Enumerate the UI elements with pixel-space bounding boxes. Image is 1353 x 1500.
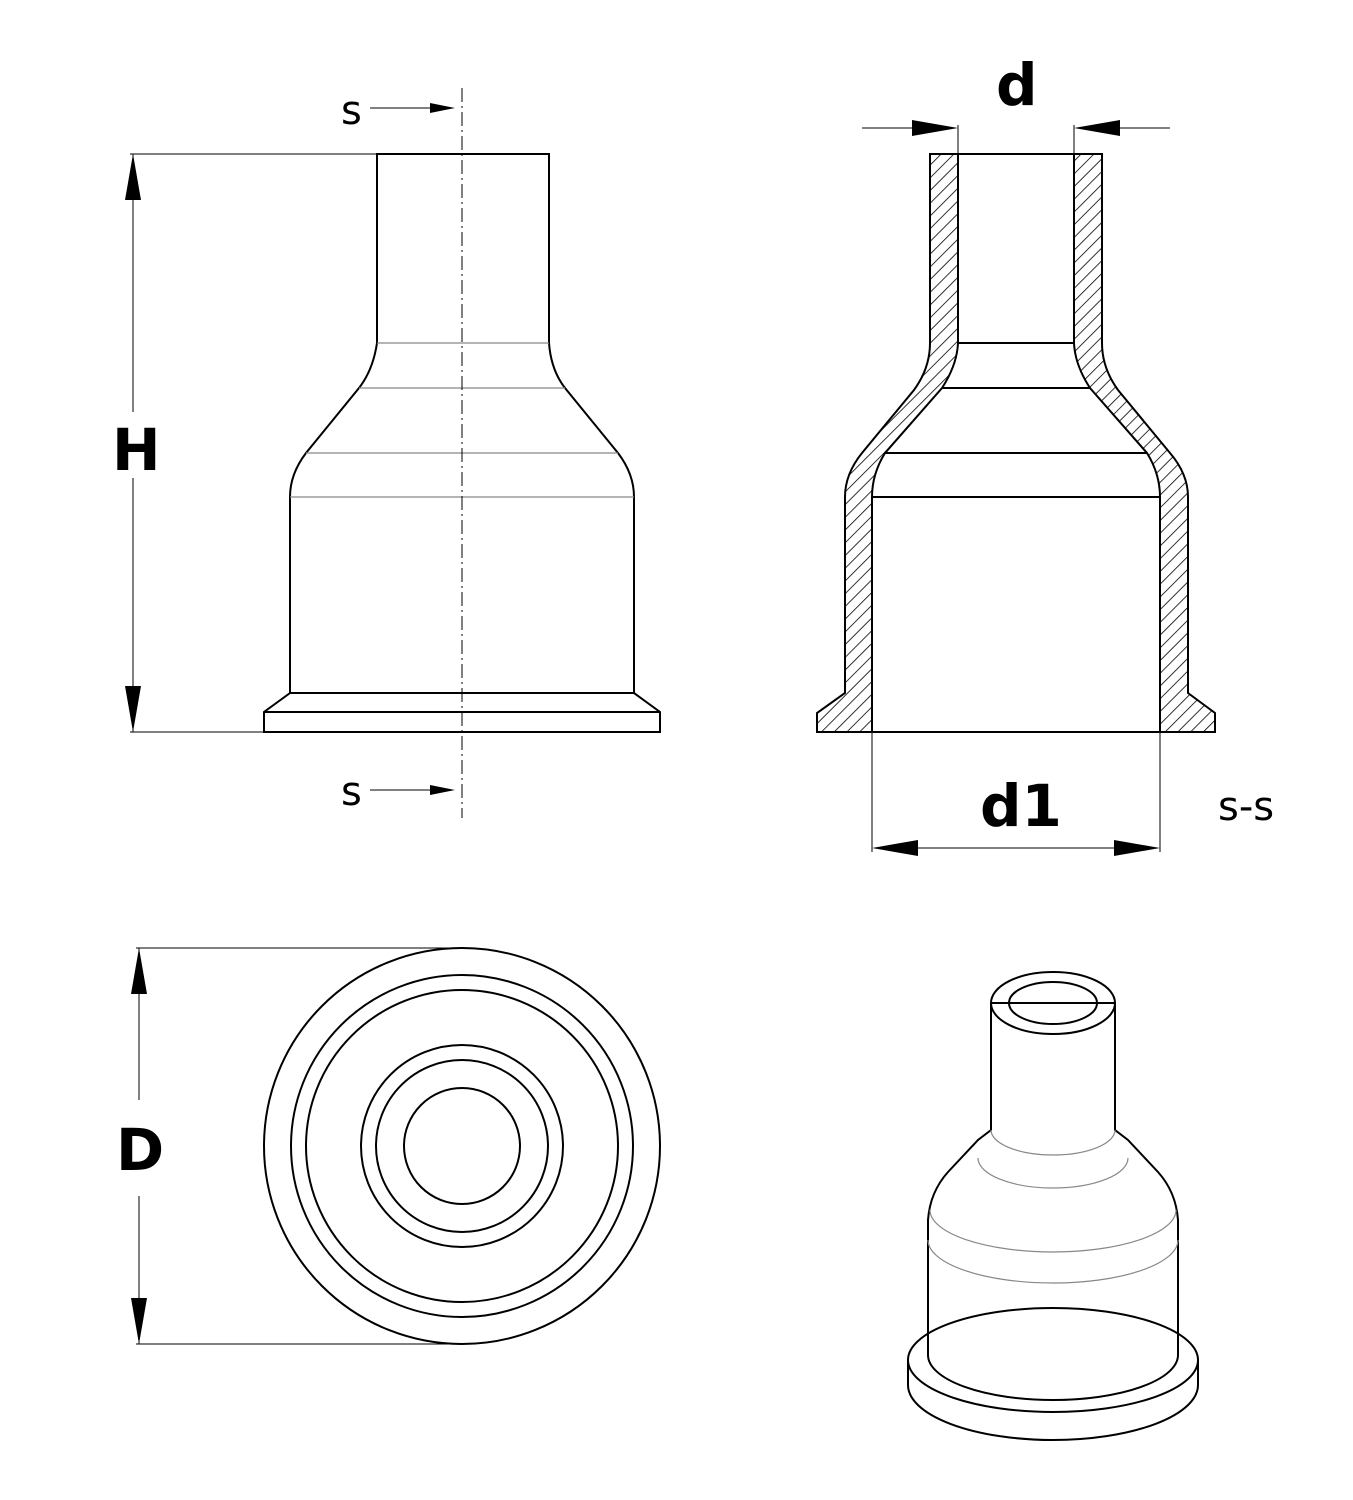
section-name-label: s-s [1218, 784, 1274, 830]
front-view: s s H [112, 88, 661, 818]
top-view: D [116, 947, 661, 1345]
large-diameter-label: d1 [980, 772, 1062, 840]
small-diameter-dimension: d [862, 51, 1170, 154]
outer-diameter-dimension: D [116, 947, 462, 1345]
small-diameter-label: d [996, 51, 1038, 119]
iso-body [927, 1002, 1179, 1401]
height-dimension: H [112, 153, 377, 733]
outer-diameter-label: D [116, 1116, 164, 1184]
large-diameter-dimension: d1 [871, 732, 1161, 856]
section-wall-left [816, 153, 959, 733]
section-marker-bottom: s [341, 769, 455, 815]
front-outline [263, 153, 661, 733]
height-label: H [112, 416, 161, 484]
section-view: d d1 s-s [816, 51, 1274, 856]
svg-text:s: s [341, 88, 362, 134]
section-marker-top: s [341, 88, 455, 134]
svg-text:s: s [341, 769, 362, 815]
section-wall-right [1073, 153, 1216, 733]
isometric-view [907, 971, 1199, 1441]
